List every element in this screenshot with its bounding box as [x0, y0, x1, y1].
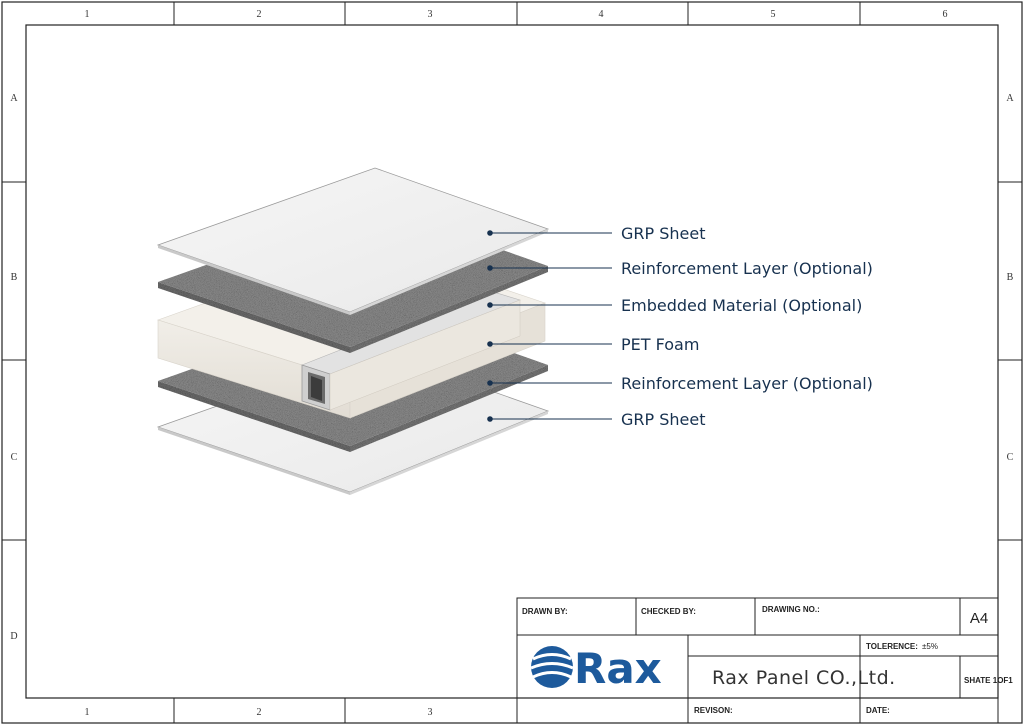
- layer-embedded-tube: [301, 290, 521, 411]
- zone-col-1-top: 1: [85, 9, 90, 20]
- drawn-by-label: DRAWN BY:: [522, 607, 568, 616]
- label-pet-foam: PET Foam: [621, 335, 699, 354]
- globe-icon: [530, 646, 574, 688]
- zone-col-6-top: 6: [943, 9, 948, 20]
- zone-col-3-top: 3: [428, 9, 433, 20]
- sheet-number: SHATE 1OF1: [964, 676, 1013, 685]
- zone-col-1-bottom: 1: [85, 707, 90, 718]
- zone-col-3-bottom: 3: [428, 707, 433, 718]
- callout-embedded-material: [487, 302, 612, 308]
- checked-by-label: CHECKED BY:: [641, 607, 696, 616]
- company-name: Rax Panel CO.,Ltd.: [712, 667, 896, 689]
- layer-grp-sheet-top: [156, 167, 550, 315]
- callout-grp-sheet-top: [487, 230, 612, 236]
- zone-col-5-top: 5: [771, 9, 776, 20]
- panel-layer-stack: [156, 167, 550, 495]
- title-block: DRAWN BY: CHECKED BY: DRAWING NO.: A4 TO…: [516, 597, 1013, 723]
- zone-row-a-left: A: [10, 93, 18, 104]
- revision-label: REVISON:: [694, 706, 733, 715]
- label-reinforcement-top: Reinforcement Layer (Optional): [621, 259, 873, 278]
- zone-row-d-left: D: [10, 631, 17, 642]
- zone-row-c-left: C: [11, 452, 18, 463]
- callout-pet-foam: [487, 341, 612, 347]
- tolerance-value: ±5%: [922, 642, 938, 651]
- zone-col-4-top: 4: [599, 9, 604, 20]
- label-embedded-material: Embedded Material (Optional): [621, 296, 862, 315]
- zone-col-2-top: 2: [257, 9, 262, 20]
- callouts: [487, 230, 612, 422]
- inner-border: [25, 24, 999, 699]
- paper-size: A4: [970, 610, 988, 627]
- label-grp-sheet-bottom: GRP Sheet: [621, 410, 706, 429]
- zone-row-c-right: C: [1007, 452, 1014, 463]
- callout-reinforcement-bottom: [487, 380, 612, 386]
- tolerance-label: TOLERENCE:: [866, 642, 918, 651]
- label-reinforcement-bottom: Reinforcement Layer (Optional): [621, 374, 873, 393]
- zone-row-b-left: B: [11, 272, 18, 283]
- date-label: DATE:: [866, 706, 890, 715]
- logo-wordmark: Rax: [574, 644, 662, 693]
- rax-logo: Rax: [530, 644, 662, 693]
- drawing-no-label: DRAWING NO.:: [762, 605, 820, 614]
- zone-row-a-right: A: [1006, 93, 1014, 104]
- zone-col-2-bottom: 2: [257, 707, 262, 718]
- zone-row-b-right: B: [1007, 272, 1014, 283]
- callout-grp-sheet-bottom: [487, 416, 612, 422]
- label-grp-sheet-top: GRP Sheet: [621, 224, 706, 243]
- callout-reinforcement-top: [487, 265, 612, 271]
